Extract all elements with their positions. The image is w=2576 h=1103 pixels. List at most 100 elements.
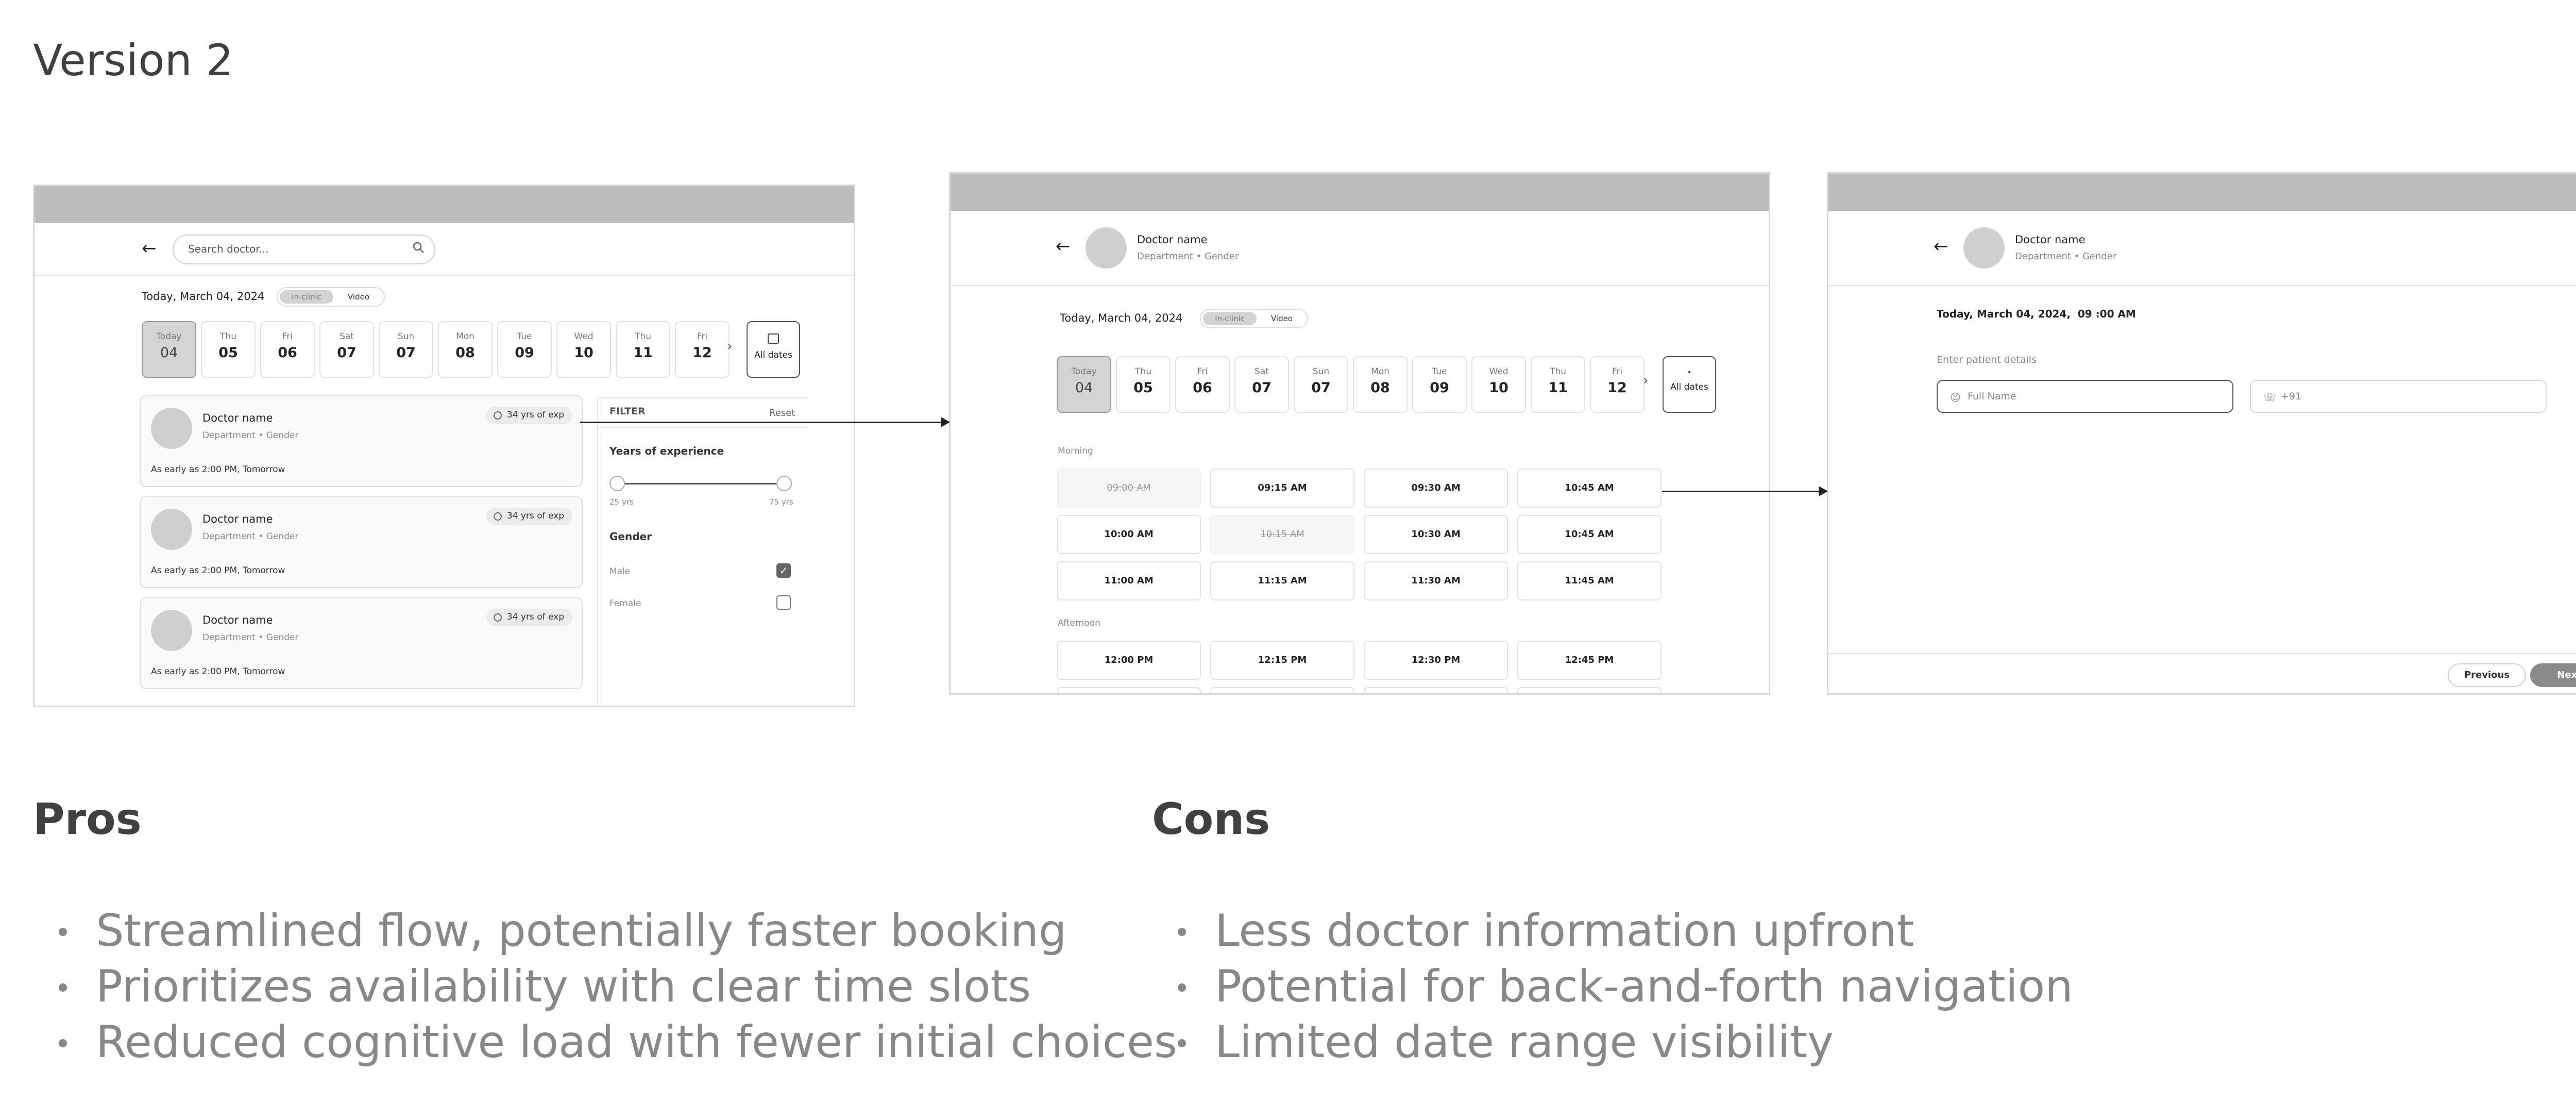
patient-details-label: Enter patient details [1937,354,2037,365]
date-weekday: Mon [1371,366,1389,377]
footer-divider [1828,653,2576,654]
chevron-right-icon[interactable]: › [1643,373,1649,388]
screen-top-bar [1828,174,2576,211]
date-label: Today, March 04, 2024 [142,290,265,303]
experience-slider-min-handle[interactable] [609,476,625,491]
gender-female-checkbox[interactable] [776,595,791,610]
time-slot-partial [1210,687,1354,693]
date-number: 10 [574,345,594,361]
time-slot[interactable]: 11:00 AM [1057,561,1201,600]
cons-item: Potential for back-and-forth navigation [1152,959,2073,1014]
doctor-meta: Department • Gender [202,632,299,643]
filter-reset-link[interactable]: Reset [769,408,795,419]
time-slot[interactable]: 10:00 AM [1057,515,1201,554]
back-arrow-icon[interactable]: ← [1056,236,1071,257]
all-dates-button[interactable]: • All dates [1663,356,1716,413]
toggle-in-clinic[interactable]: In-clinic [280,290,333,304]
experience-badge: 34 yrs of exp [486,407,572,424]
toggle-video[interactable]: Video [347,292,370,302]
phone-placeholder: +91 [2281,391,2302,402]
date-weekday: Thu [220,331,236,342]
doctor-avatar [1963,227,2005,269]
experience-slider-track[interactable] [617,483,788,484]
date-weekday: Sun [397,331,415,342]
header-divider [951,285,1769,286]
time-slot[interactable]: 09:30 AM [1364,469,1508,508]
toggle-in-clinic[interactable]: In-clinic [1203,312,1257,325]
date-weekday: Fri [697,331,708,342]
selected-date-time: Today, March 04, 2024, 09 :00 AM [1937,308,2136,320]
time-slot[interactable]: 11:15 AM [1210,561,1354,600]
doctor-avatar [1086,227,1127,269]
header-divider [35,275,854,276]
time-slot[interactable]: 09:15 AM [1210,469,1354,508]
toggle-video[interactable]: Video [1270,314,1293,323]
time-slot[interactable]: 10:30 AM [1364,515,1508,554]
slider-min-label: 25 yrs [609,497,634,507]
back-arrow-icon[interactable]: ← [1934,236,1948,257]
pros-item: Reduced cognitive load with fewer initia… [33,1014,1177,1070]
gender-female-label: Female [609,598,641,609]
full-name-field[interactable]: ☺ Full Name [1937,380,2233,413]
gender-male-checkbox[interactable]: ✓ [776,563,791,578]
all-dates-button[interactable]: All dates [747,321,800,378]
doctor-name: Doctor name [202,412,273,424]
time-slot[interactable]: 12:15 PM [1210,641,1354,680]
previous-button[interactable]: Previous [2448,663,2526,687]
experience-slider-max-handle[interactable] [776,476,792,491]
time-slot[interactable]: 12:45 PM [1517,641,1662,680]
date-weekday: Thu [1550,366,1566,377]
chevron-right-icon[interactable]: › [727,339,733,354]
date-chip-7[interactable]: Wed 10 [556,321,611,378]
search-input[interactable]: Search doctor... [173,235,435,264]
clock-icon [493,512,502,521]
consult-type-toggle[interactable]: In-clinic Video [1200,309,1308,328]
time-slot[interactable]: 12:00 PM [1057,641,1201,680]
time-slot[interactable]: 11:45 AM [1517,561,1662,600]
years-experience-label: Years of experience [609,445,724,457]
time-slot[interactable]: 12:30 PM [1364,641,1508,680]
date-number: 05 [218,345,238,361]
pros-item: Prioritizes availability with clear time… [33,959,1177,1014]
time-slot[interactable]: 10:45 AM [1517,515,1662,554]
phone-field[interactable]: ☏ +91 [2250,380,2547,413]
date-chip-1[interactable]: Thu 05 [201,321,256,378]
time-slot-partial [1057,687,1201,693]
date-weekday: Tue [517,331,532,342]
date-number: 09 [1430,380,1449,396]
next-button[interactable]: Next [2530,663,2576,687]
date-number: 07 [1311,380,1331,396]
date-number: 08 [455,345,475,361]
availability-text: As early as 2:00 PM, Tomorrow [151,565,285,576]
back-arrow-icon[interactable]: ← [142,238,157,259]
search-icon [413,242,424,253]
time-slot[interactable]: 10:45 AM [1517,469,1662,508]
doctor-avatar [151,610,192,651]
clock-icon [493,411,502,420]
date-weekday: Wed [574,331,594,342]
consult-type-toggle[interactable]: In-clinic Video [277,287,385,307]
time-slot[interactable]: 11:30 AM [1364,561,1508,600]
